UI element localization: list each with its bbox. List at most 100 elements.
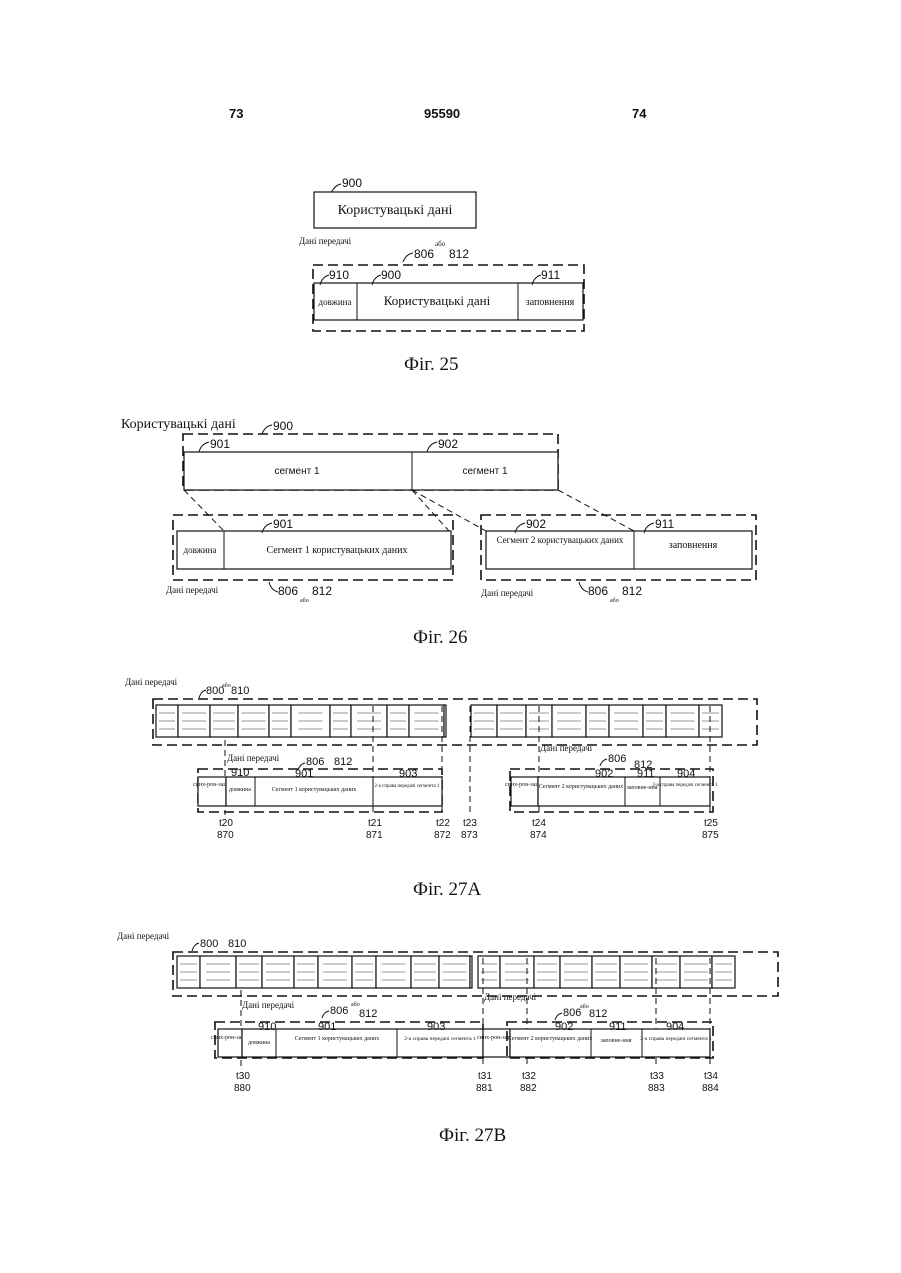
channel-slots: [177, 956, 735, 988]
transmit-label-3: Дані передачі: [540, 743, 593, 753]
or-label: або: [435, 240, 446, 248]
fig26-caption: Фіг. 26: [413, 627, 467, 649]
second-copy-label: 2-а справа передачі сегмента 1: [652, 783, 718, 788]
ref-870: 870: [217, 830, 234, 841]
ref-812a: 812: [312, 584, 332, 598]
fig27b-caption: Фіг. 27В: [439, 1125, 506, 1147]
expand-line: [184, 490, 224, 531]
or-label: або: [580, 1003, 589, 1010]
second-copy-label: 2-а справа передачі сегмента 1: [374, 784, 440, 789]
segment1-label: Сегмент 1 користувацьких даних: [295, 1036, 380, 1042]
length-label: довжина: [229, 787, 251, 793]
ref-883: 883: [648, 1083, 665, 1094]
expand-line: [412, 490, 449, 531]
transmit-data-label: Дані передачі: [299, 236, 352, 246]
leader-line: [579, 582, 588, 592]
ref-800: 800: [200, 938, 218, 950]
transmit-label-2: Дані передачі: [227, 753, 280, 763]
ref-806a: 806: [278, 584, 298, 598]
ref-901: 901: [318, 1021, 336, 1033]
ref-884: 884: [702, 1083, 719, 1094]
segment-b-label: сегмент 1: [462, 466, 508, 477]
time-t34: t34: [704, 1071, 718, 1082]
ref-812b: 812: [589, 1008, 607, 1020]
user-data-title: Користувацькі дані: [121, 417, 236, 432]
transmit-label-b: Дані передачі: [481, 588, 534, 598]
ref-902: 902: [555, 1021, 573, 1033]
or-label: або: [300, 597, 309, 604]
ref-910: 910: [231, 767, 249, 779]
ref-904: 904: [677, 768, 695, 780]
fill-label: заповне-ння: [600, 1038, 631, 1044]
ref-904: 904: [666, 1021, 684, 1033]
ref-910: 910: [329, 268, 349, 282]
expand-line: [558, 490, 634, 531]
transmit-row-a: [242, 1029, 483, 1057]
ref-880: 880: [234, 1083, 251, 1094]
ref-871: 871: [366, 830, 383, 841]
or-label: або: [351, 1001, 360, 1008]
ref-806b: 806: [588, 584, 608, 598]
segment-a-label: сегмент 1: [274, 466, 320, 477]
user-data-label: Користувацькі дані: [338, 203, 453, 218]
fill-label: заповнення: [669, 540, 718, 551]
time-t23: t23: [463, 818, 477, 829]
segment1-data-label: Сегмент 1 користувацьких даних: [267, 545, 408, 556]
ref-900b: 900: [381, 268, 401, 282]
length-label: довжина: [319, 297, 352, 307]
fill-label: заповнення: [526, 297, 575, 308]
time-t22: t22: [436, 818, 450, 829]
leader-line: [199, 690, 206, 698]
ref-901: 901: [295, 768, 313, 780]
transmit-title: Дані передачі: [125, 677, 178, 687]
ref-881: 881: [476, 1083, 493, 1094]
ref-810: 810: [231, 685, 249, 697]
sync-cell: [483, 1029, 510, 1057]
fig27a-caption: Фіг. 27А: [413, 879, 481, 901]
ref-902b: 902: [526, 517, 546, 531]
ref-806b: 806: [563, 1007, 581, 1019]
ref-812: 812: [449, 247, 469, 261]
length-label: довжина: [248, 1040, 270, 1046]
ref-872: 872: [434, 830, 451, 841]
second-copy-label: 2-а справа передачі сегмента 1: [404, 1036, 476, 1042]
fig27a: Дані передачі 800 або 810 Дані передачі …: [125, 677, 757, 841]
sync-cell: [218, 1029, 242, 1057]
segment2-label: Сегмент 2 користувацьких даних: [539, 784, 624, 790]
ref-873: 873: [461, 830, 478, 841]
second-copy-label: 2-а справа передачі сегмента 1: [640, 1036, 712, 1042]
leader-line: [427, 442, 437, 452]
fig25: 900 Користувацькі дані Дані передачі 806…: [299, 176, 584, 331]
leader-line: [199, 442, 209, 452]
ref-875: 875: [702, 830, 719, 841]
ref-900: 900: [342, 176, 362, 190]
ref-806: 806: [414, 247, 434, 261]
ref-903: 903: [427, 1021, 445, 1033]
ref-911: 911: [609, 1021, 627, 1033]
time-t32: t32: [522, 1071, 536, 1082]
fig26: Користувацькі дані 900 901 902 сегмент 1…: [121, 417, 756, 604]
ref-806a: 806: [306, 756, 324, 768]
length-label: довжина: [184, 545, 217, 555]
ref-812a: 812: [359, 1008, 377, 1020]
time-t25: t25: [704, 818, 718, 829]
ref-902: 902: [595, 768, 613, 780]
expand-line: [412, 490, 486, 531]
ref-900: 900: [273, 419, 293, 433]
ref-810: 810: [228, 938, 246, 950]
or-label: або: [222, 682, 231, 689]
ref-882: 882: [520, 1083, 537, 1094]
leader-line: [262, 425, 272, 434]
ref-903: 903: [399, 768, 417, 780]
fig25-caption: Фіг. 25: [404, 354, 458, 376]
ref-806a: 806: [330, 1005, 348, 1017]
time-t31: t31: [478, 1071, 492, 1082]
leader-line: [403, 253, 413, 262]
ref-910: 910: [258, 1021, 276, 1033]
channel-slots: [156, 705, 722, 737]
leader-line: [192, 943, 199, 951]
ref-901: 901: [210, 437, 230, 451]
time-t24: t24: [532, 818, 546, 829]
ref-812b: 812: [622, 584, 642, 598]
transmit-label-2: Дані передачі: [242, 1000, 295, 1010]
